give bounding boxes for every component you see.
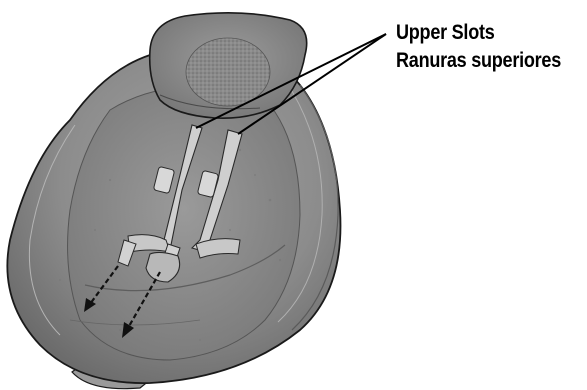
callout-label-english: Upper Slots: [396, 20, 495, 46]
callout-label-spanish: Ranuras superiores: [396, 48, 561, 74]
